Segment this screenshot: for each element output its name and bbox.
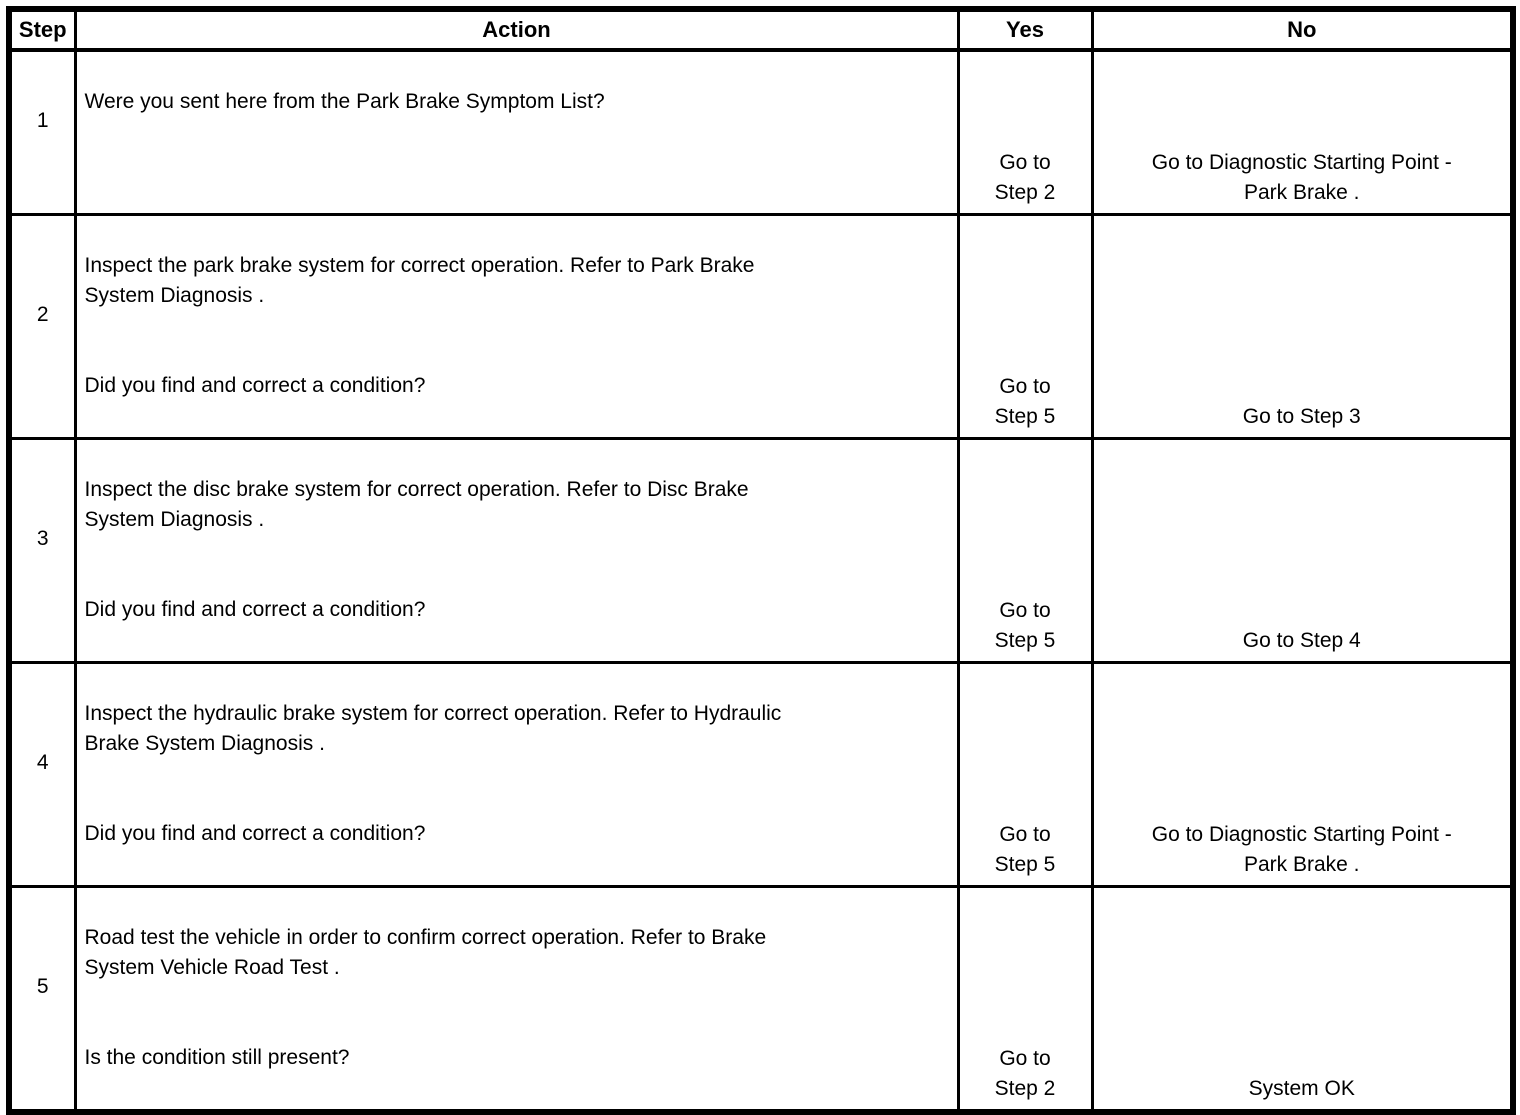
action-text: Were you sent here from the Park Brake S… (84, 90, 605, 113)
table-row: 2 Inspect the park brake system for corr… (7, 213, 1515, 440)
no-cell: System OK (1090, 885, 1515, 1114)
no-cell: Go to Step 4 (1090, 437, 1515, 664)
yes-cell: Go to Step 2 (956, 48, 1094, 216)
no-cell: Go to Diagnostic Starting Point - Park B… (1090, 661, 1515, 888)
yes-cell: Go to Step 5 (956, 661, 1094, 888)
table-row: 3 Inspect the disc brake system for corr… (7, 437, 1515, 664)
column-header-yes: Yes (956, 7, 1094, 52)
step-number: 1 (7, 48, 77, 216)
yes-cell: Go to Step 2 (956, 885, 1094, 1114)
action-cell: Inspect the park brake system for correc… (73, 213, 960, 440)
action-cell: Road test the vehicle in order to confir… (73, 885, 960, 1114)
action-text: Inspect the hydraulic brake system for c… (84, 702, 782, 755)
action-cell: Were you sent here from the Park Brake S… (73, 48, 960, 216)
action-text: Inspect the disc brake system for correc… (84, 478, 749, 531)
action-text: Inspect the park brake system for correc… (84, 254, 755, 307)
document-page: Step Action Yes No 1 Were you sent here … (6, 6, 1516, 1115)
action-question: Is the condition still present? (84, 1046, 350, 1069)
header-row: Step Action Yes No (7, 7, 1515, 52)
column-header-step: Step (7, 7, 77, 52)
yes-cell: Go to Step 5 (956, 437, 1094, 664)
step-number: 5 (7, 885, 77, 1114)
no-cell: Go to Step 3 (1090, 213, 1515, 440)
action-text: Road test the vehicle in order to confir… (84, 926, 767, 979)
step-number: 4 (7, 661, 77, 888)
action-question: Did you find and correct a condition? (84, 598, 426, 621)
diagnostic-steps-table: Step Action Yes No 1 Were you sent here … (6, 6, 1516, 1115)
column-header-action: Action (73, 7, 960, 52)
table-row: 4 Inspect the hydraulic brake system for… (7, 661, 1515, 888)
table-row: 5 Road test the vehicle in order to conf… (7, 885, 1515, 1114)
step-number: 3 (7, 437, 77, 664)
column-header-no: No (1090, 7, 1515, 52)
yes-cell: Go to Step 5 (956, 213, 1094, 440)
action-cell: Inspect the hydraulic brake system for c… (73, 661, 960, 888)
table-row: 1 Were you sent here from the Park Brake… (7, 48, 1515, 216)
action-cell: Inspect the disc brake system for correc… (73, 437, 960, 664)
action-question: Did you find and correct a condition? (84, 822, 426, 845)
action-question: Did you find and correct a condition? (84, 374, 426, 397)
no-cell: Go to Diagnostic Starting Point - Park B… (1090, 48, 1515, 216)
step-number: 2 (7, 213, 77, 440)
